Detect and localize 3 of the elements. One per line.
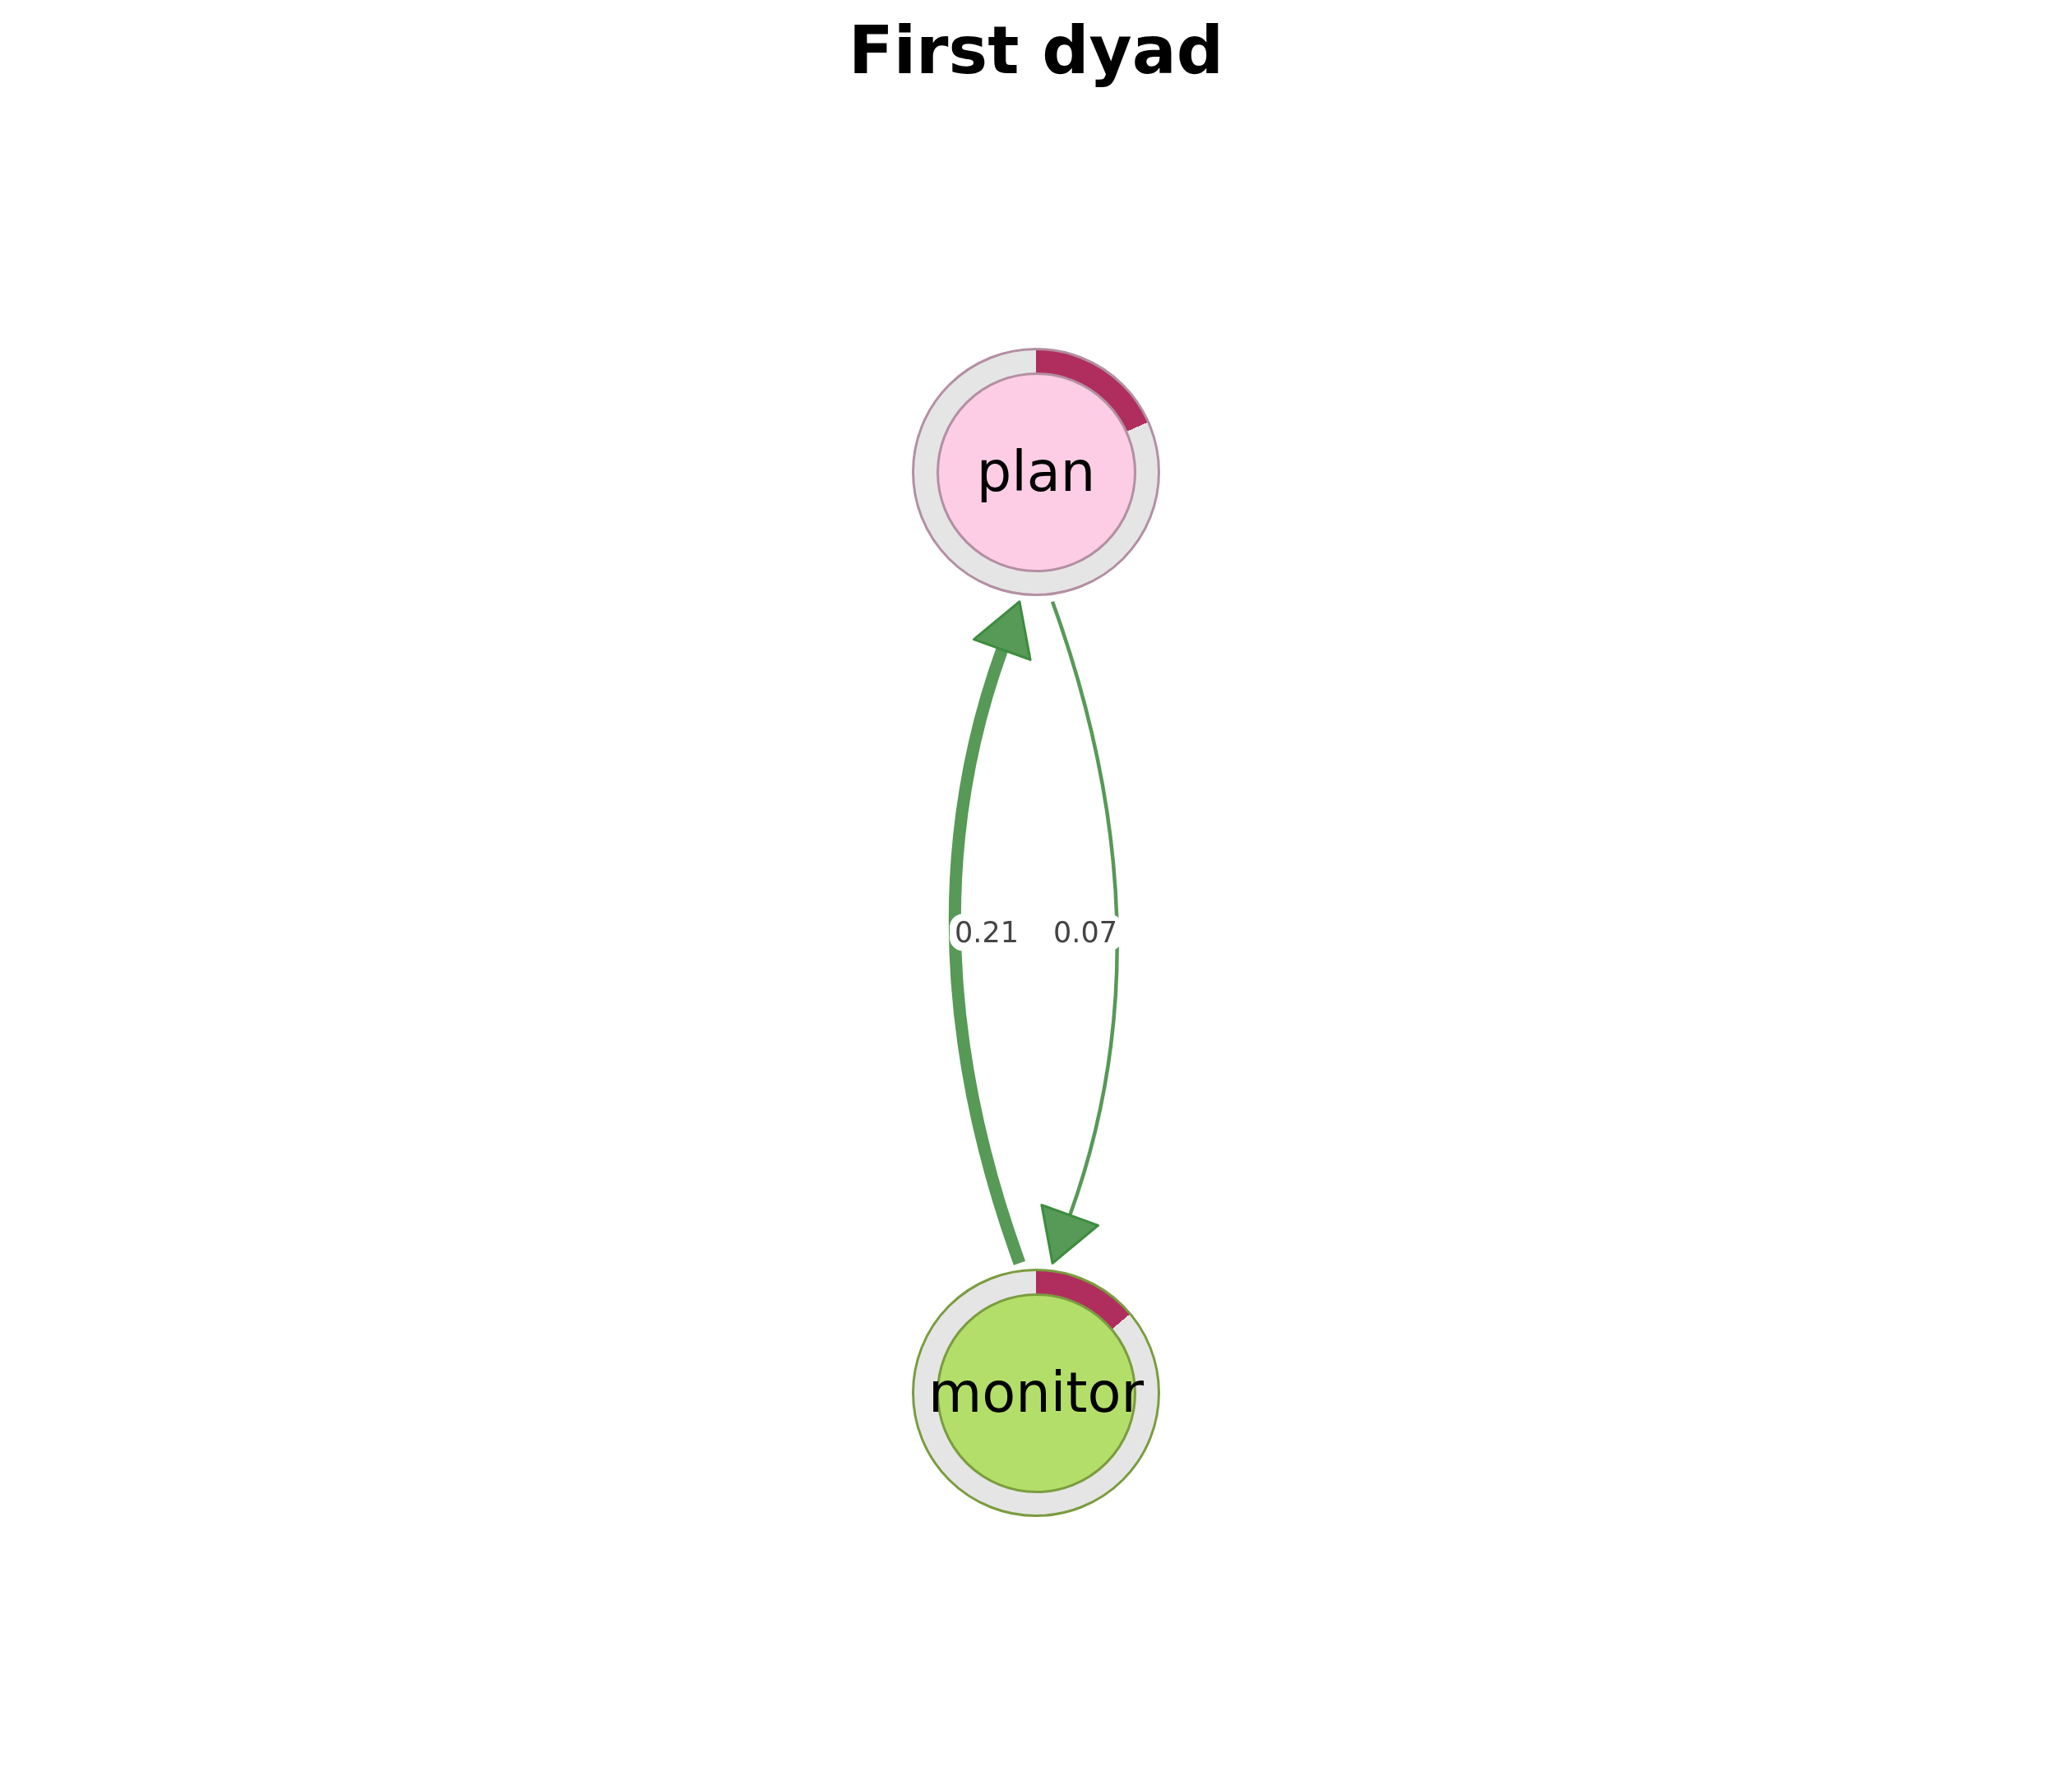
title: First dyad [849,12,1223,90]
arrow [949,599,1032,1265]
arrow [1040,601,1119,1265]
